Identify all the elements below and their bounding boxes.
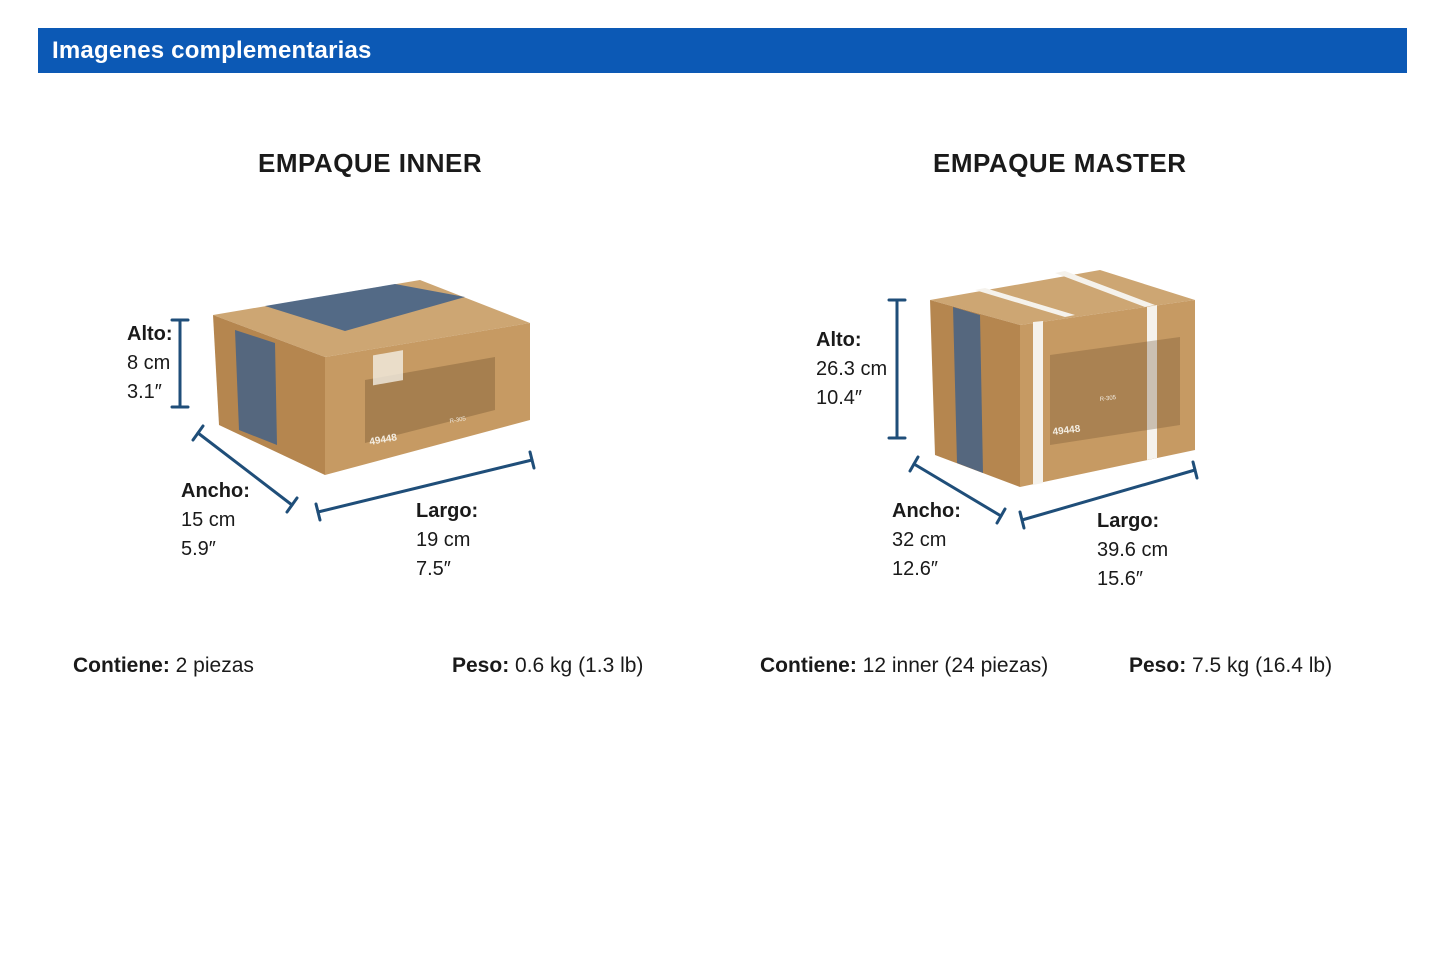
inner-contiene: Contiene: 2 piezas: [73, 654, 254, 678]
master-largo-label: Largo:: [1097, 510, 1160, 532]
master-box-model: R-305: [1100, 395, 1118, 403]
master-largo-in: 15.6″: [1097, 568, 1144, 590]
master-contiene: Contiene: 12 inner (24 piezas): [760, 654, 1048, 678]
inner-box-code: 49448: [369, 432, 399, 448]
inner-title: EMPAQUE INNER: [258, 148, 483, 178]
inner-peso: Peso: 0.6 kg (1.3 lb): [452, 654, 643, 678]
inner-contiene-label: Contiene:: [73, 654, 170, 677]
master-peso-value: 7.5 kg (16.4 lb): [1186, 654, 1333, 677]
inner-largo: Largo: 19 cm 7.5″: [416, 497, 478, 584]
inner-largo-label: Largo:: [416, 500, 479, 522]
inner-ancho-cm: 15 cm: [181, 509, 236, 531]
master-largo: Largo: 39.6 cm 15.6″: [1097, 507, 1168, 594]
inner-box-image: 49448 R-305: [213, 280, 530, 475]
inner-peso-label: Peso:: [452, 654, 510, 677]
inner-ancho-label: Ancho:: [181, 480, 250, 502]
master-largo-line: [1020, 468, 1197, 522]
master-alto-in: 10.4″: [816, 387, 863, 409]
master-title: EMPAQUE MASTER: [933, 148, 1187, 178]
inner-alto-label: Alto:: [127, 323, 173, 345]
master-alto: Alto: 26.3 cm 10.4″: [816, 326, 887, 413]
inner-ancho: Ancho: 15 cm 5.9″: [181, 477, 250, 564]
inner-ancho-line: [196, 431, 294, 507]
master-alto-label: Alto:: [816, 329, 862, 351]
inner-ancho-in: 5.9″: [181, 538, 216, 560]
section-header-title: Imagenes complementarias: [52, 36, 372, 64]
master-ancho: Ancho: 32 cm 12.6″: [892, 497, 961, 584]
master-ancho-label: Ancho:: [892, 500, 961, 522]
master-contiene-label: Contiene:: [760, 654, 857, 677]
master-contiene-value: 12 inner (24 piezas): [856, 654, 1049, 677]
inner-box-model: R-305: [449, 416, 467, 425]
master-peso-label: Peso:: [1129, 654, 1187, 677]
master-largo-cm: 39.6 cm: [1097, 539, 1169, 561]
inner-contiene-value: 2 piezas: [169, 654, 254, 677]
inner-alto: Alto: 8 cm 3.1″: [127, 320, 173, 407]
master-ancho-cm: 32 cm: [892, 529, 947, 551]
master-peso: Peso: 7.5 kg (16.4 lb): [1129, 654, 1332, 678]
master-box-image: 49448 R-305: [930, 270, 1195, 487]
inner-alto-cm: 8 cm: [127, 352, 171, 374]
section-header: Imagenes complementarias: [38, 28, 1407, 73]
master-ancho-line: [912, 462, 1003, 518]
inner-peso-value: 0.6 kg (1.3 lb): [509, 654, 644, 677]
inner-largo-in: 7.5″: [416, 558, 451, 580]
master-ancho-in: 12.6″: [892, 558, 939, 580]
inner-alto-in: 3.1″: [127, 381, 162, 403]
inner-largo-line: [316, 458, 534, 514]
master-box-code: 49448: [1052, 424, 1081, 438]
inner-largo-cm: 19 cm: [416, 529, 471, 551]
master-alto-cm: 26.3 cm: [816, 358, 888, 380]
